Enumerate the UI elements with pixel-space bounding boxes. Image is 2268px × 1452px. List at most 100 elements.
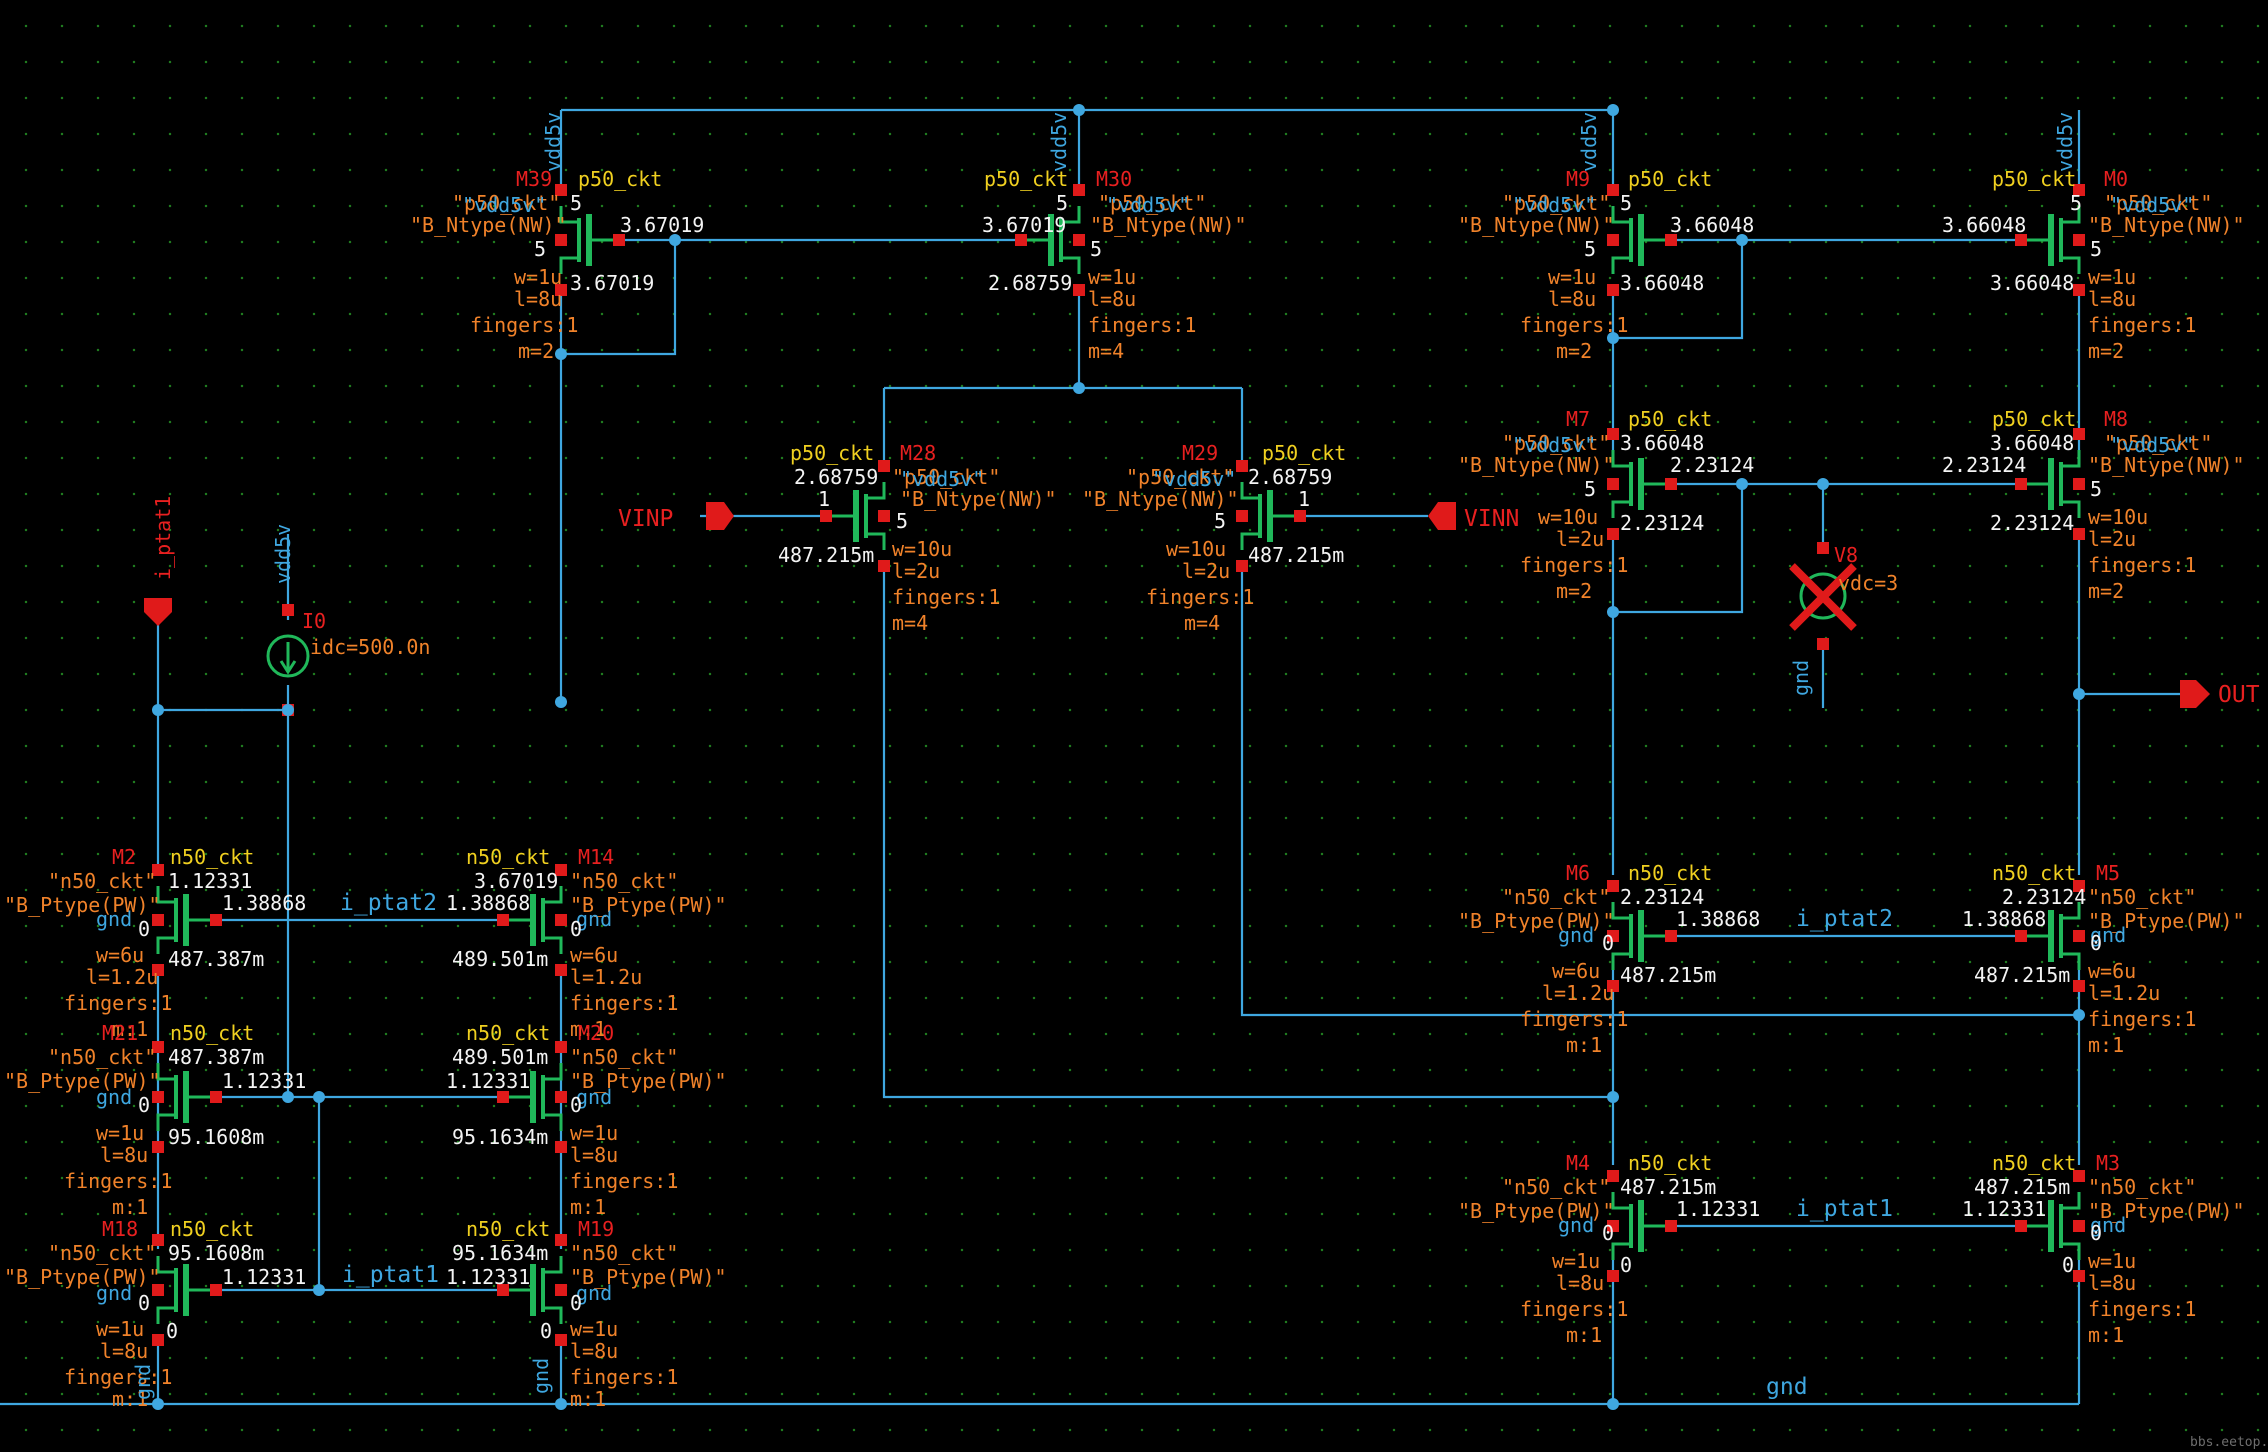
label-132: n50_ckt xyxy=(170,1021,254,1045)
label-225: fingers:1 xyxy=(2088,1007,2196,1031)
label-43: p50_ckt xyxy=(1992,167,2076,191)
label-112: m=4 xyxy=(1184,611,1220,635)
label-182: w=1u xyxy=(570,1121,618,1145)
pin-vinn-icon[interactable] xyxy=(1428,502,1456,530)
label-8: 5 xyxy=(570,191,582,215)
transistor-m19[interactable] xyxy=(497,1234,567,1346)
label-213: i_ptat2 xyxy=(1796,906,1893,932)
label-98: m=4 xyxy=(892,611,928,635)
label-82: V8 xyxy=(1834,543,1858,567)
label-27: l=8u xyxy=(1088,287,1136,311)
voltage-source-v8[interactable] xyxy=(1789,542,1857,650)
transistor-m29[interactable] xyxy=(1236,460,1306,572)
label-106: 1 xyxy=(1298,487,1310,511)
label-35: "B_Ntype(NW)" xyxy=(1458,213,1615,237)
label-183: l=8u xyxy=(570,1143,618,1167)
transistor-m3[interactable] xyxy=(2015,1170,2085,1282)
transistor-m7[interactable] xyxy=(1607,428,1677,540)
device-symbols[interactable] xyxy=(144,184,2210,1346)
label-42: m=2 xyxy=(1556,339,1592,363)
label-124: gnd xyxy=(96,907,132,931)
label-104: 2.68759 xyxy=(1248,465,1332,489)
transistor-m14[interactable] xyxy=(497,864,567,976)
label-18: M30 xyxy=(1096,167,1132,191)
label-44: M0 xyxy=(2104,167,2128,191)
label-219: "B_Ptype(PW)" xyxy=(2088,909,2245,933)
label-122: "B_Ptype(PW)" xyxy=(4,893,161,917)
label-154: l=8u xyxy=(100,1339,148,1363)
label-134: 487.387m xyxy=(168,1045,264,1069)
net-wires[interactable] xyxy=(0,108,2180,1406)
transistor-m28[interactable] xyxy=(820,460,890,572)
label-80: fingers:1 xyxy=(2088,553,2196,577)
label-207: 0 xyxy=(1602,931,1614,955)
transistor-m20[interactable] xyxy=(497,1041,567,1153)
transistor-m18[interactable] xyxy=(152,1234,222,1346)
label-71: 3.66048 xyxy=(1990,431,2074,455)
label-59: "vdd5v" xyxy=(1512,433,1596,457)
label-61: "B_Ntype(NW)" xyxy=(1458,453,1615,477)
label-119: n50_ckt xyxy=(170,845,254,869)
label-58: "p50_ckt" xyxy=(1502,431,1610,455)
label-135: "B_Ptype(PW)" xyxy=(4,1069,161,1093)
label-65: 2.23124 xyxy=(1620,511,1704,535)
label-33: "vdd5v" xyxy=(1512,193,1596,217)
transistor-m2[interactable] xyxy=(152,864,222,976)
label-1: vdd5v xyxy=(1047,112,1071,172)
label-243: 487.215m xyxy=(1974,1175,2070,1199)
label-79: l=2u xyxy=(2088,527,2136,551)
label-64: w=10u xyxy=(1538,505,1598,529)
label-224: l=1.2u xyxy=(2088,981,2160,1005)
pin-vinp-icon[interactable] xyxy=(706,502,734,530)
label-69: p50_ckt xyxy=(1992,407,2076,431)
label-75: "B_Ntype(NW)" xyxy=(2088,453,2245,477)
label-157: gnd xyxy=(131,1364,155,1400)
label-45: 5 xyxy=(2070,191,2082,215)
label-240: i_ptat1 xyxy=(1796,1196,1893,1222)
label-233: gnd xyxy=(1558,1213,1594,1237)
pin-i-ptat1-icon[interactable] xyxy=(144,598,172,626)
label-51: 3.66048 xyxy=(1990,271,2074,295)
label-188: 95.1634m xyxy=(452,1241,548,1265)
label-209: 487.215m xyxy=(1620,963,1716,987)
label-172: m:1 xyxy=(570,1017,606,1041)
label-103: "vdd5v" xyxy=(1152,467,1236,491)
label-73: "vdd5v" xyxy=(2110,433,2194,457)
label-116: I0 xyxy=(302,609,326,633)
label-201: n50_ckt xyxy=(1628,861,1712,885)
label-17: p50_ckt xyxy=(984,167,1068,191)
label-214: n50_ckt xyxy=(1992,861,2076,885)
transistor-m5[interactable] xyxy=(2015,880,2085,992)
label-4: M39 xyxy=(516,167,552,191)
label-195: w=1u xyxy=(570,1317,618,1341)
label-88: 2.68759 xyxy=(794,465,878,489)
transistor-m6[interactable] xyxy=(1607,880,1677,992)
label-131: M21 xyxy=(102,1021,138,1045)
transistor-m21[interactable] xyxy=(152,1041,222,1153)
label-158: i_ptat2 xyxy=(340,890,437,916)
label-31: p50_ckt xyxy=(1628,167,1712,191)
transistor-m39[interactable] xyxy=(555,184,625,296)
label-30: M9 xyxy=(1566,167,1590,191)
transistor-m8[interactable] xyxy=(2015,428,2085,540)
label-178: "B_Ptype(PW)" xyxy=(570,1069,727,1093)
label-193: 0 xyxy=(570,1291,582,1315)
label-211: fingers:1 xyxy=(1520,1007,1628,1031)
label-126: w=6u xyxy=(96,943,144,967)
label-133: "n50_ckt" xyxy=(48,1045,156,1069)
transistor-m4[interactable] xyxy=(1607,1170,1677,1282)
label-222: 487.215m xyxy=(1974,963,2070,987)
label-95: w=10u xyxy=(892,537,952,561)
label-50: 5 xyxy=(2090,237,2102,261)
transistor-m30[interactable] xyxy=(1015,184,1085,296)
label-238: fingers:1 xyxy=(1520,1297,1628,1321)
label-165: "B_Ptype(PW)" xyxy=(570,893,727,917)
transistor-m9[interactable] xyxy=(1607,184,1677,296)
label-239: m:1 xyxy=(1566,1323,1602,1347)
label-67: fingers:1 xyxy=(1520,553,1628,577)
pin-out-icon[interactable] xyxy=(2180,680,2210,708)
label-94: 487.215m xyxy=(778,543,874,567)
transistor-m0[interactable] xyxy=(2015,184,2085,296)
label-150: gnd xyxy=(96,1281,132,1305)
